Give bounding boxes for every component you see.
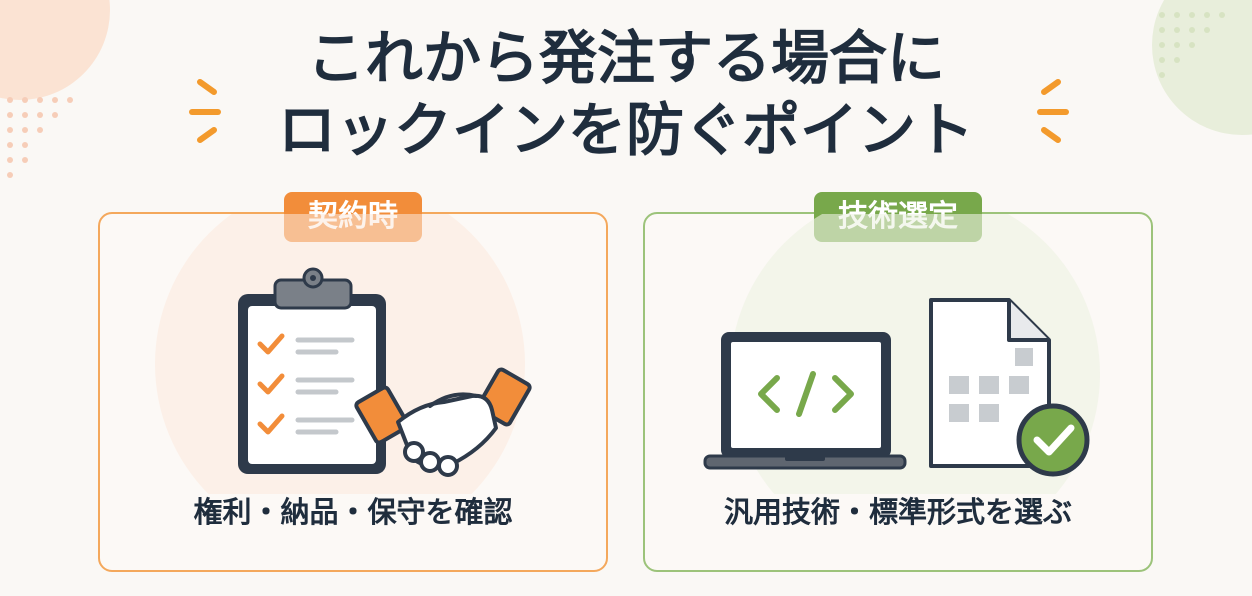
sparkle-right-icon bbox=[1037, 79, 1069, 143]
decor-circle-top-left bbox=[0, 0, 110, 100]
contract-caption: 権利・納品・保守を確認 bbox=[193, 495, 513, 529]
tech-selection-card: 技術選定 bbox=[643, 192, 1153, 572]
handshake-icon bbox=[354, 367, 532, 477]
sparkle-left-icon bbox=[189, 79, 221, 143]
clipboard-checklist-icon bbox=[238, 267, 386, 474]
contract-card: 契約時 bbox=[98, 192, 608, 572]
decor-dots-left bbox=[7, 97, 73, 178]
decor-circle-top-right bbox=[1152, 0, 1252, 135]
page-title: これから発注する場合に ロックインを防ぐポイント bbox=[0, 22, 1252, 166]
check-circle-icon bbox=[1016, 403, 1090, 477]
document-icon bbox=[929, 298, 1051, 468]
contract-illustration bbox=[155, 214, 532, 494]
tech-selection-illustration bbox=[703, 214, 1100, 494]
laptop-code-icon bbox=[703, 332, 907, 470]
title-line-1: これから発注する場合に bbox=[306, 24, 945, 92]
tech-selection-caption: 汎用技術・標準形式を選ぶ bbox=[723, 495, 1072, 529]
title-line-2: ロックインを防ぐポイント bbox=[277, 96, 974, 164]
